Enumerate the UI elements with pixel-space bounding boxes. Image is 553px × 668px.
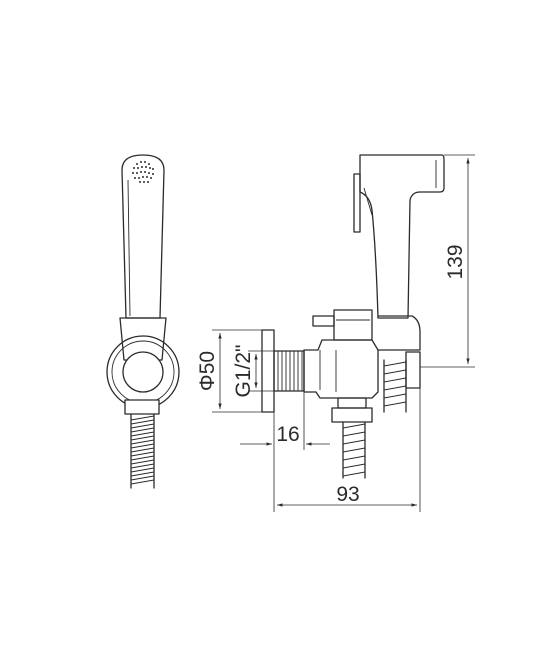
hose-right <box>383 359 407 413</box>
side-view-assembly <box>261 154 445 479</box>
thread-icon <box>277 351 303 391</box>
spray-holes-icon <box>132 161 154 183</box>
dim-label-height: 139 <box>444 244 467 279</box>
dim-label-diameter: Φ50 <box>196 351 219 391</box>
hose-bottom <box>342 421 366 479</box>
front-view-shower <box>106 154 180 489</box>
hose-left <box>130 413 155 489</box>
dimension-lines <box>212 154 475 512</box>
dim-label-thread: G1/2" <box>232 345 255 398</box>
dim-label-width: 93 <box>336 483 359 506</box>
dim-label-depth: 16 <box>276 423 299 446</box>
